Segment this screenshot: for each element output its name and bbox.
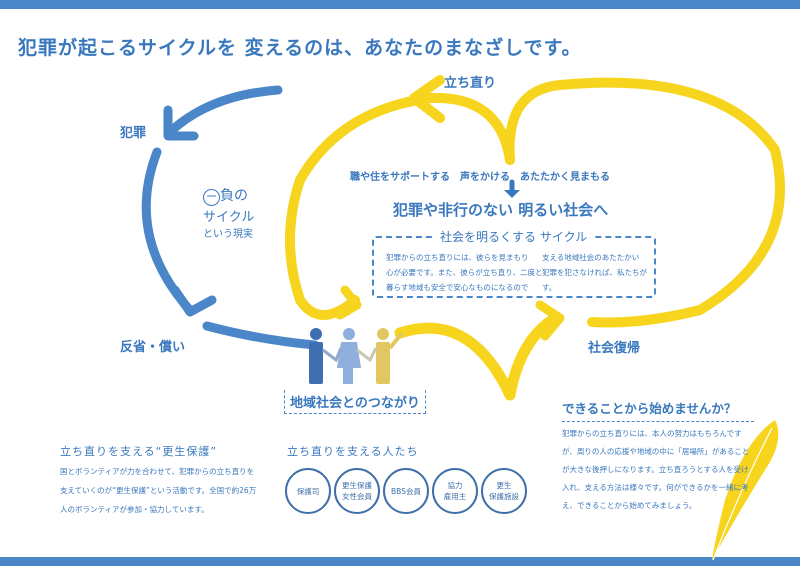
text-line: 支える地域社会のあたたかい	[542, 253, 640, 262]
text-line: 犯罪を犯さなければ、私たちが	[542, 268, 647, 277]
supporter-facility: 更生保護施設	[481, 468, 527, 514]
rehab-text: 国とボランティアが力を合わせて、犯罪からの立ち直りを支えていくのが“更生保護”と…	[60, 467, 257, 514]
yellow-arrowhead-return	[535, 300, 565, 341]
action-text: 犯罪からの立ち直りには、本人の努力はもちろんですが、周りの人の応援や地域の中に「…	[562, 429, 750, 510]
blue-arc	[141, 147, 193, 313]
negative-text-3: という現実	[203, 229, 253, 240]
yellow-top-left	[425, 92, 515, 165]
people-icon	[309, 328, 404, 384]
label-crime: 犯罪	[120, 126, 147, 141]
bright-cycle-box: 社会を明るくする サイクル 犯罪からの立ち直りには、彼らを見まもり 心が必要です…	[372, 228, 656, 298]
yellow-arrowhead-recovery	[409, 75, 445, 123]
label-return: 社会復帰	[588, 341, 641, 356]
yellow-arrowhead-left	[335, 285, 362, 320]
blue-arrowhead-remorse	[170, 285, 217, 317]
goal-text: 犯罪や非行のない 明るい社会へ	[393, 201, 609, 219]
blue-arrow-to-crime	[165, 85, 283, 137]
bright-cycle-col1: 犯罪からの立ち直りには、彼らを見まもり 心が必要です。また、彼らが立ち直り、二度…	[386, 250, 542, 295]
text-line: 犯罪からの立ち直りには、彼らを見まもり	[386, 253, 529, 262]
yellow-v	[394, 312, 561, 401]
blue-line-to-people	[202, 321, 320, 350]
supporter-womens-association: 更生保護女性会員	[334, 468, 380, 514]
text-line: す。	[542, 283, 557, 292]
supporter-bbs: BBS会員	[383, 468, 429, 514]
minus-circle-icon: ー	[203, 189, 220, 206]
support-line: 職や住をサポートする 声をかける あたたかく見まもる	[350, 172, 610, 183]
negative-text-1: 負の	[220, 188, 248, 204]
text-line: 心が必要です。また、彼らが立ち直り、二度と	[386, 268, 543, 277]
top-bar	[0, 0, 800, 9]
down-arrowhead-icon	[504, 190, 520, 198]
feather-icon	[712, 420, 779, 561]
supporter-employer: 協力雇用主	[432, 468, 478, 514]
page-title: 犯罪が起こるサイクルを 変えるのは、あなたのまなざしです。	[18, 37, 582, 59]
label-community: 地域社会とのつながり	[284, 390, 426, 414]
yellow-center	[504, 77, 785, 328]
text-line: 暮らす地域も安全で安心なものになるので	[386, 283, 529, 292]
label-remorse: 反省・償い	[120, 340, 186, 355]
bottom-bar	[0, 557, 800, 566]
rehab-heading: 立ち直りを支える“更生保護”	[60, 445, 218, 458]
negative-cycle-label: ー負の サイクル という現実	[203, 185, 254, 240]
label-recovery: 立ち直り	[444, 76, 497, 91]
bright-cycle-title: 社会を明るくする サイクル	[434, 228, 594, 245]
negative-text-2: サイクル	[203, 210, 255, 225]
blue-arrowhead-crime	[163, 105, 199, 141]
supporters-heading: 立ち直りを支える人たち	[287, 445, 419, 458]
supporter-probation-officer: 保護司	[285, 468, 331, 514]
yellow-left-lobe	[285, 93, 435, 320]
action-heading: できることから始めませんか？	[562, 398, 754, 422]
bright-cycle-col2: 支える地域社会のあたたかい 犯罪を犯さなければ、私たちが す。	[542, 250, 647, 295]
